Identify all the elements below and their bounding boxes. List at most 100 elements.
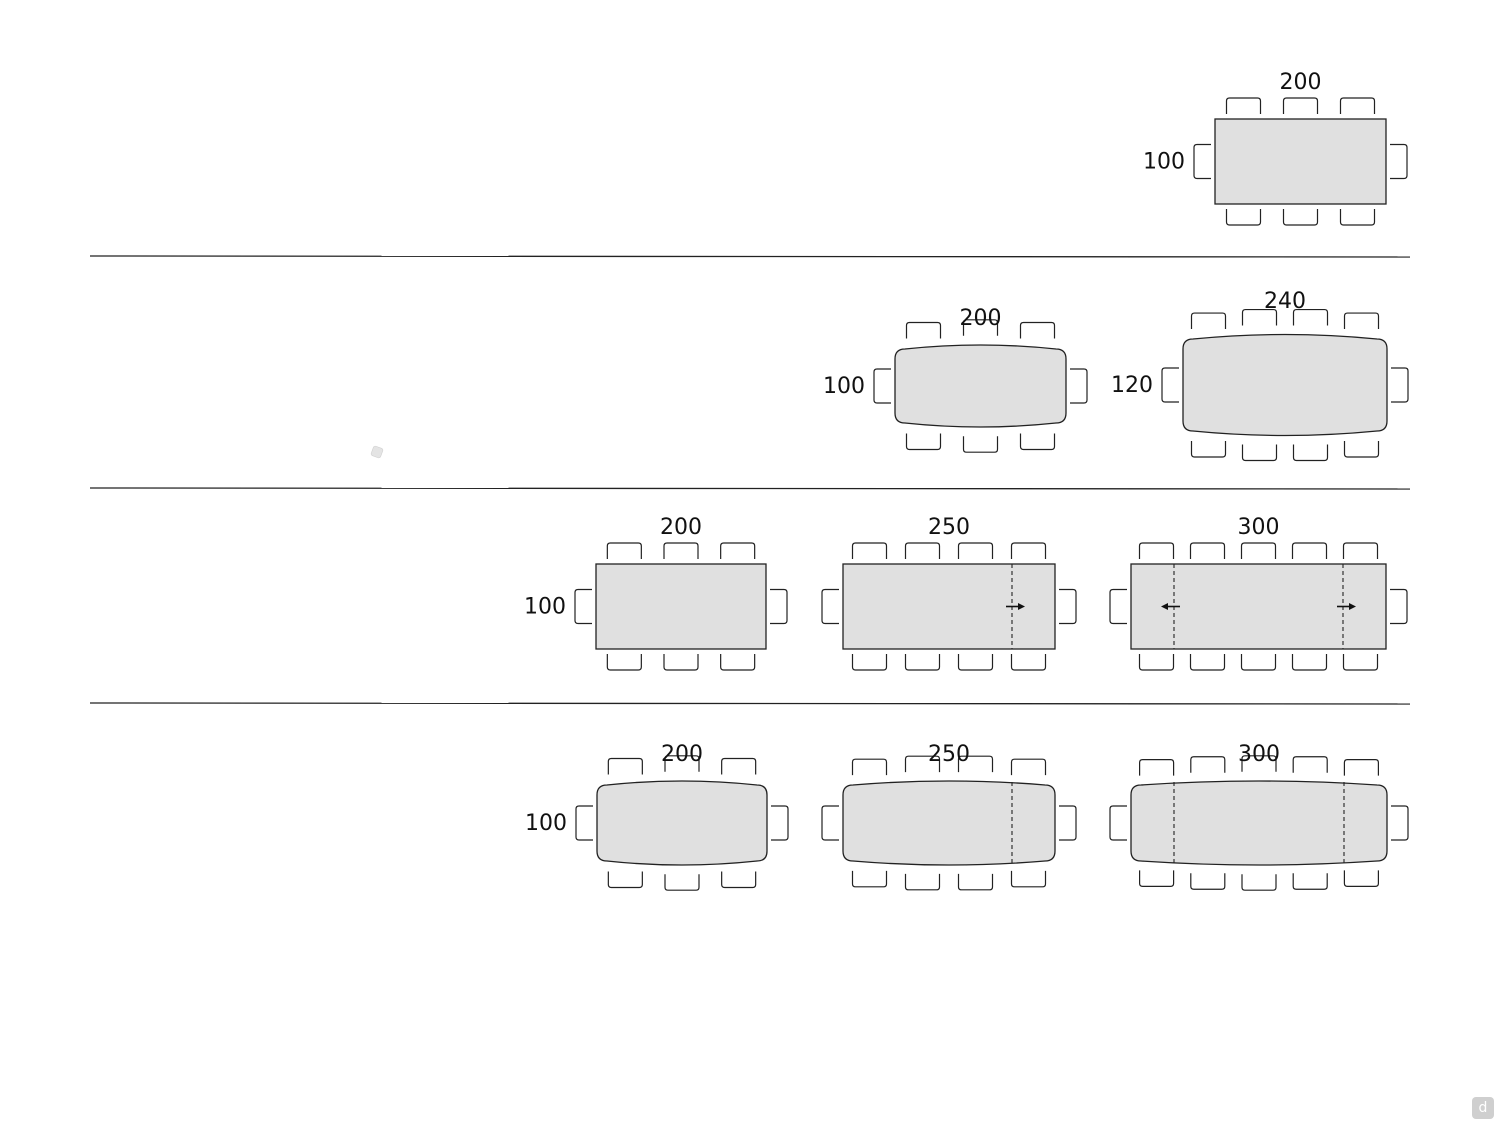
chair-icon: [1161, 367, 1179, 403]
chair-icon: [1339, 97, 1376, 114]
table-barrel: 250: [821, 742, 1077, 891]
chair-icon: [1138, 542, 1175, 559]
chair-icon: [1343, 312, 1380, 330]
tabletop: [596, 780, 768, 866]
tabletop: [1182, 333, 1388, 437]
chair-icon: [1342, 542, 1379, 559]
chair-icon: [663, 654, 699, 671]
chair-icon: [574, 588, 592, 625]
extension-arrow-icon: [1006, 603, 1025, 610]
chair-icon: [1010, 758, 1047, 776]
table-rectangular: 300: [1109, 515, 1408, 671]
chair-icon: [1292, 756, 1328, 773]
chair-icon: [607, 871, 643, 889]
chair-icon: [904, 873, 941, 891]
chair-icon: [663, 542, 699, 559]
chair-icon: [1241, 444, 1278, 462]
chair-icon: [720, 542, 756, 559]
tabletop: [1130, 780, 1388, 866]
extension-arrow-icon: [1161, 603, 1180, 610]
chair-icon: [606, 654, 642, 671]
row-separator: [89, 487, 1411, 490]
chair-icon: [1282, 97, 1319, 114]
chair-icon: [1189, 654, 1226, 671]
chair-icon: [1343, 870, 1379, 887]
width-label: 100: [525, 811, 567, 836]
length-label: 300: [1238, 742, 1280, 767]
chair-icon: [664, 874, 700, 891]
chair-icon: [904, 654, 941, 671]
chair-icon: [1190, 756, 1226, 773]
chair-icon: [607, 757, 643, 775]
row-separator: [89, 255, 1411, 258]
decorative-speck: [370, 445, 384, 459]
chair-icon: [957, 654, 994, 671]
chair-icon: [1390, 143, 1408, 180]
length-label: 250: [928, 742, 970, 767]
chair-icon: [664, 755, 700, 772]
length-label: 300: [1238, 515, 1280, 540]
width-label: 120: [1111, 373, 1153, 398]
table-barrel: 200 100: [823, 306, 1088, 453]
chair-icon: [1109, 588, 1127, 625]
length-label: 200: [660, 515, 702, 540]
length-label: 200: [960, 306, 1002, 331]
chair-icon: [1189, 542, 1226, 559]
chair-icon: [1019, 433, 1056, 451]
chair-icon: [1190, 312, 1227, 330]
chair-icon: [962, 319, 999, 336]
table-barrel: 300: [1109, 742, 1409, 891]
chair-icon: [721, 871, 757, 889]
chair-icon: [1343, 759, 1379, 776]
length-label: 250: [928, 515, 970, 540]
chair-icon: [957, 873, 994, 891]
chair-icon: [851, 870, 888, 888]
chair-icon: [1139, 870, 1175, 887]
chair-icon: [1241, 755, 1277, 772]
length-label: 200: [1280, 70, 1322, 95]
row-separator: [89, 702, 1411, 705]
chair-icon: [1292, 873, 1328, 890]
chair-icon: [1292, 308, 1329, 326]
tabletop: [595, 563, 767, 650]
chair-icon: [721, 757, 757, 775]
table-rectangular: 200 100: [524, 515, 788, 671]
table-rectangular: 200 100: [1143, 70, 1408, 226]
chair-icon: [1291, 542, 1328, 559]
chair-icon: [1391, 367, 1409, 403]
chair-icon: [905, 433, 942, 451]
chair-icon: [1059, 588, 1077, 625]
brand-logo-icon: d: [1472, 1097, 1494, 1119]
chair-icon: [1109, 805, 1127, 841]
chair-icon: [575, 805, 593, 841]
chair-icon: [821, 588, 839, 625]
chair-icon: [771, 805, 789, 841]
chair-icon: [904, 755, 941, 773]
chair-icon: [1342, 654, 1379, 671]
length-label: 240: [1264, 289, 1306, 314]
chair-icon: [1019, 321, 1056, 339]
chair-icon: [1193, 143, 1211, 180]
chair-icon: [905, 321, 942, 339]
chair-icon: [1291, 654, 1328, 671]
chair-icon: [851, 654, 888, 671]
chair-icon: [1138, 654, 1175, 671]
width-label: 100: [524, 595, 566, 620]
chair-icon: [1010, 654, 1047, 671]
extension-arrow-icon: [1337, 603, 1356, 610]
table-barrel: 240 120: [1111, 289, 1409, 462]
chair-icon: [1391, 805, 1409, 841]
tabletop: [842, 780, 1056, 866]
tabletop: [894, 344, 1067, 428]
chair-icon: [1190, 873, 1226, 890]
chair-icon: [606, 542, 642, 559]
chair-icon: [1241, 874, 1277, 891]
width-label: 100: [823, 374, 865, 399]
width-label: 100: [1143, 150, 1185, 175]
chair-icon: [1139, 759, 1175, 776]
tabletop: [1214, 118, 1387, 205]
chair-icon: [1292, 444, 1329, 462]
